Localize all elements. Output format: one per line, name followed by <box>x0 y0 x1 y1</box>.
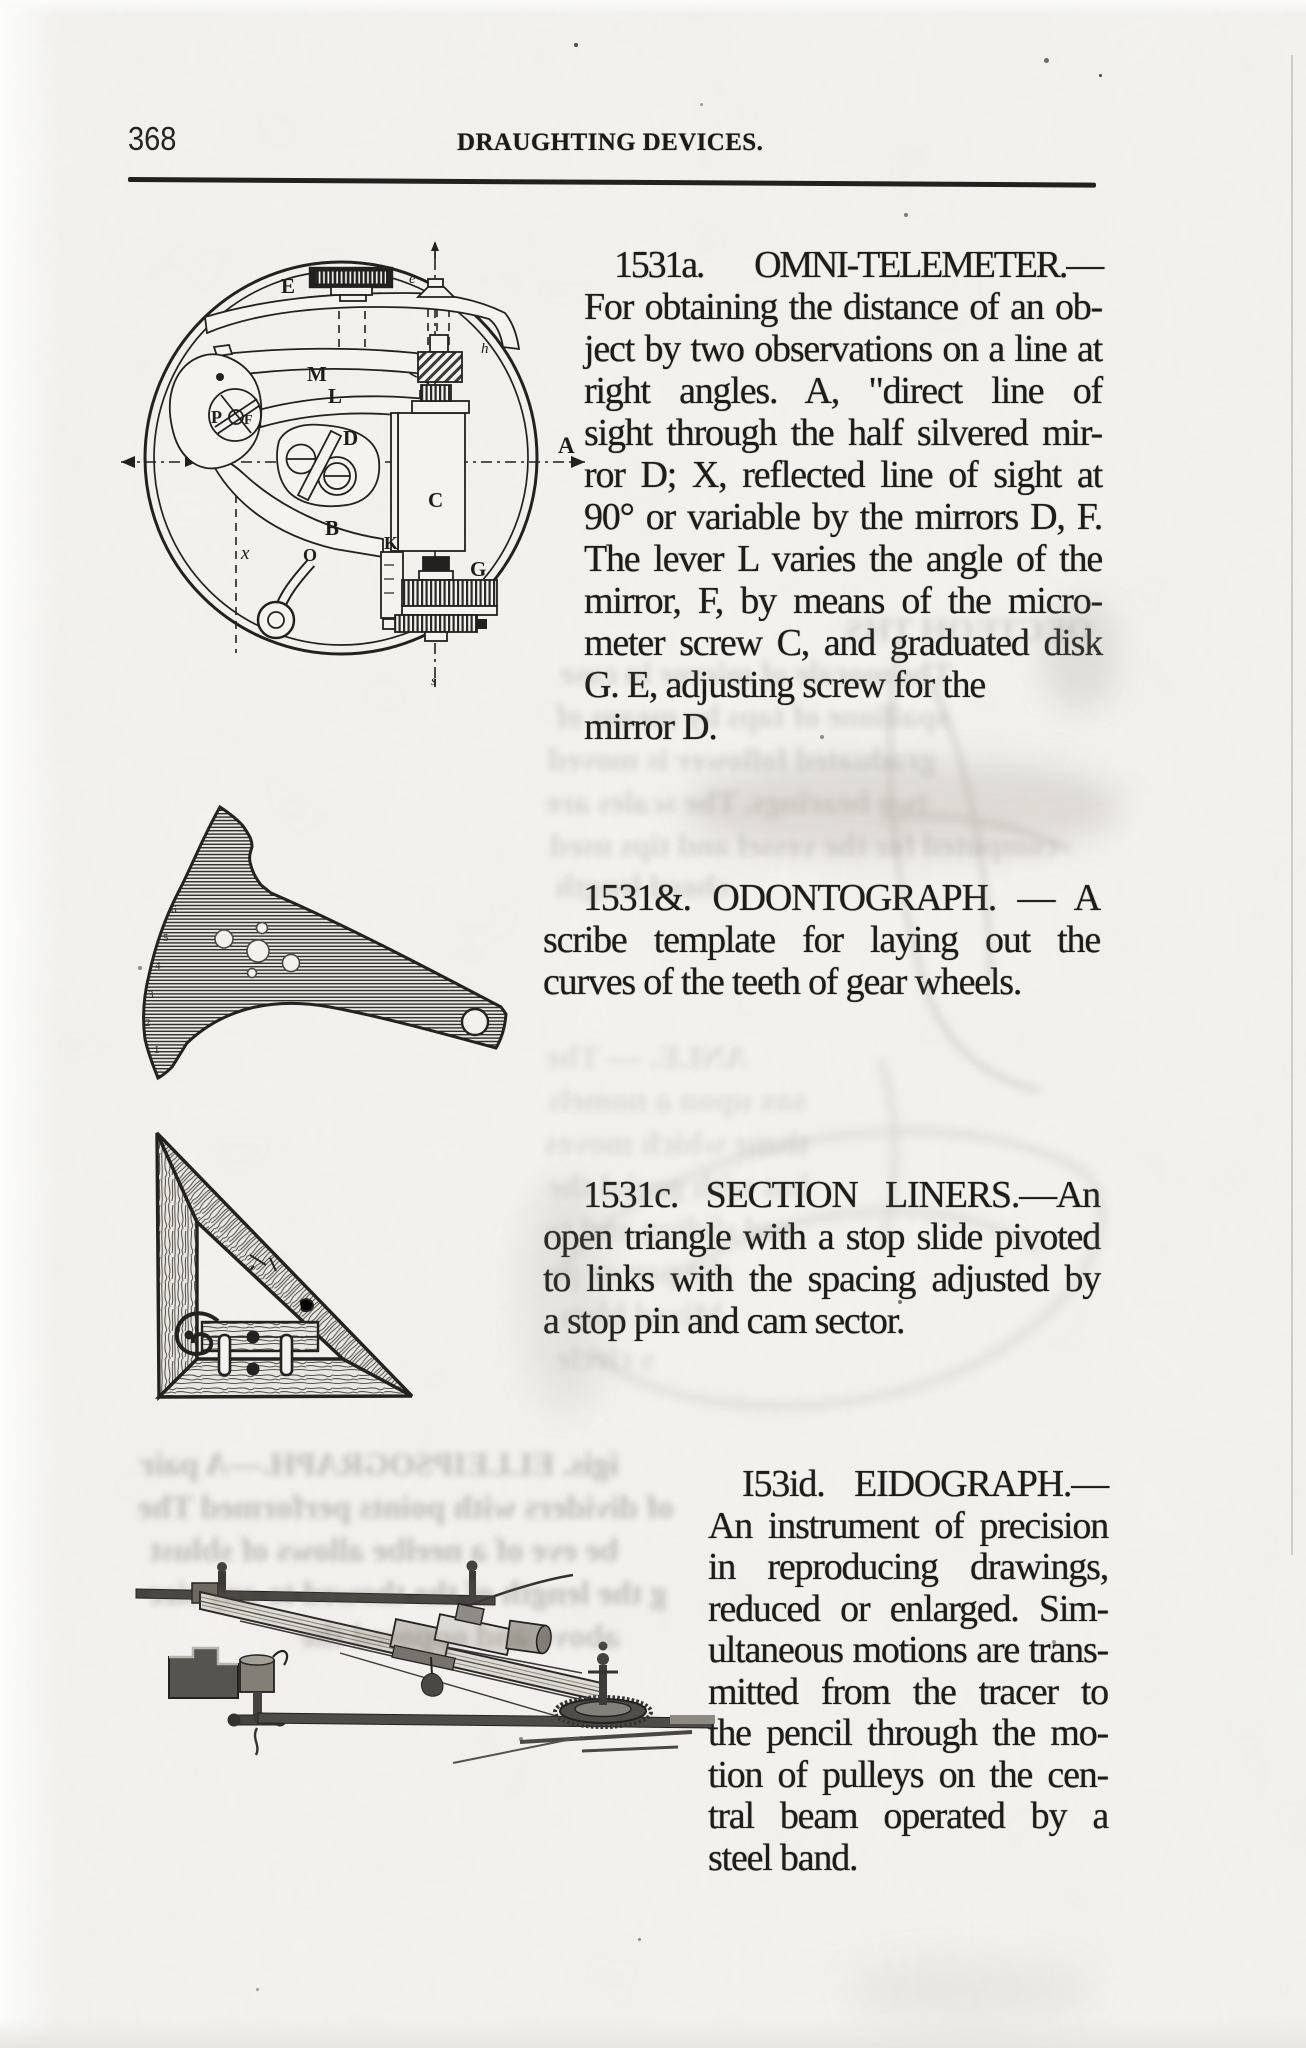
svg-text:1: 1 <box>154 1044 160 1056</box>
svg-text:3: 3 <box>148 989 154 1001</box>
svg-text:s: s <box>431 674 437 689</box>
svg-text:F: F <box>244 413 253 428</box>
svg-text:x: x <box>240 543 250 564</box>
svg-text:G: G <box>470 557 486 581</box>
svg-text:4: 4 <box>155 960 161 972</box>
svg-text:6: 6 <box>171 904 177 916</box>
svg-text:E: E <box>281 274 295 298</box>
svg-text:2: 2 <box>145 1017 151 1029</box>
svg-text:e: e <box>409 271 416 287</box>
svg-text:K: K <box>384 533 398 553</box>
svg-text:5: 5 <box>163 932 169 944</box>
svg-text:B: B <box>325 516 339 540</box>
svg-text:P: P <box>211 407 222 427</box>
svg-text:D: D <box>343 426 358 450</box>
svg-text:C: C <box>428 488 443 512</box>
svg-text:O: O <box>303 545 317 565</box>
svg-text:M: M <box>307 362 327 386</box>
svg-text:L: L <box>328 384 342 408</box>
svg-text:A: A <box>558 433 575 458</box>
svg-text:h: h <box>481 341 489 357</box>
